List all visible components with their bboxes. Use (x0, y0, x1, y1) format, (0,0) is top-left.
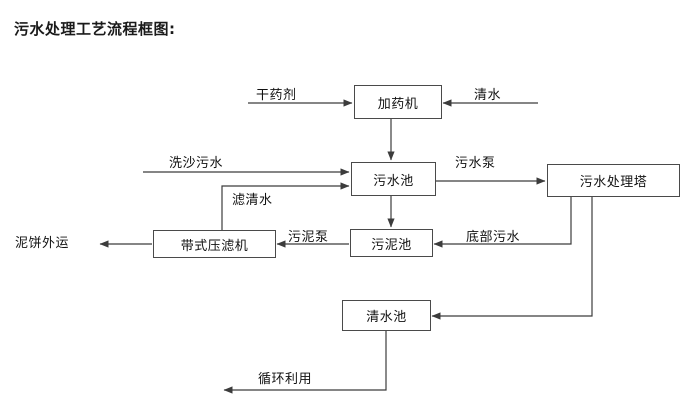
node-sludge-pool[interactable]: 污泥池 (350, 229, 433, 257)
node-clean-water-pool-label: 清水池 (366, 310, 407, 325)
page-title: 污水处理工艺流程框图: (14, 20, 176, 38)
terminal-clean-water-in: 清水 (474, 88, 502, 103)
terminal-dry-chemical: 干药剂 (256, 88, 297, 103)
node-treatment-tower-label: 污水处理塔 (579, 175, 648, 190)
node-wastewater-pool[interactable]: 污水池 (351, 162, 436, 196)
terminal-mud-cake-out: 泥饼外运 (15, 236, 70, 251)
node-belt-filter-press-label: 带式压滤机 (180, 238, 249, 254)
node-wastewater-pool-label: 污水池 (373, 173, 414, 189)
edge-clean-water-pool-to-recycle (223, 331, 387, 394)
terminal-recycle-use: 循环利用 (258, 372, 313, 387)
edge-label-bottom-sewage: 底部污水 (466, 230, 521, 245)
terminal-sand-wash-wastewater: 洗沙污水 (169, 156, 224, 171)
edge-label-sludge-pump: 污泥泵 (288, 230, 329, 245)
node-clean-water-pool[interactable]: 清水池 (342, 300, 431, 331)
node-dosing-machine[interactable]: 加药机 (354, 85, 442, 119)
edge-filtered-water-to-wastewater-pool (221, 182, 350, 230)
edge-label-sewage-pump: 污水泵 (455, 156, 496, 171)
edge-tower-to-clean-water-pool (431, 197, 593, 320)
node-belt-filter-press[interactable]: 带式压滤机 (153, 230, 276, 258)
node-treatment-tower[interactable]: 污水处理塔 (547, 164, 680, 197)
node-sludge-pool-label: 污泥池 (371, 237, 412, 253)
edge-bottom-sewage-to-sludge-pool (433, 197, 572, 248)
node-dosing-machine-label: 加药机 (377, 96, 419, 112)
edge-label-filtered-water: 滤清水 (232, 193, 273, 208)
